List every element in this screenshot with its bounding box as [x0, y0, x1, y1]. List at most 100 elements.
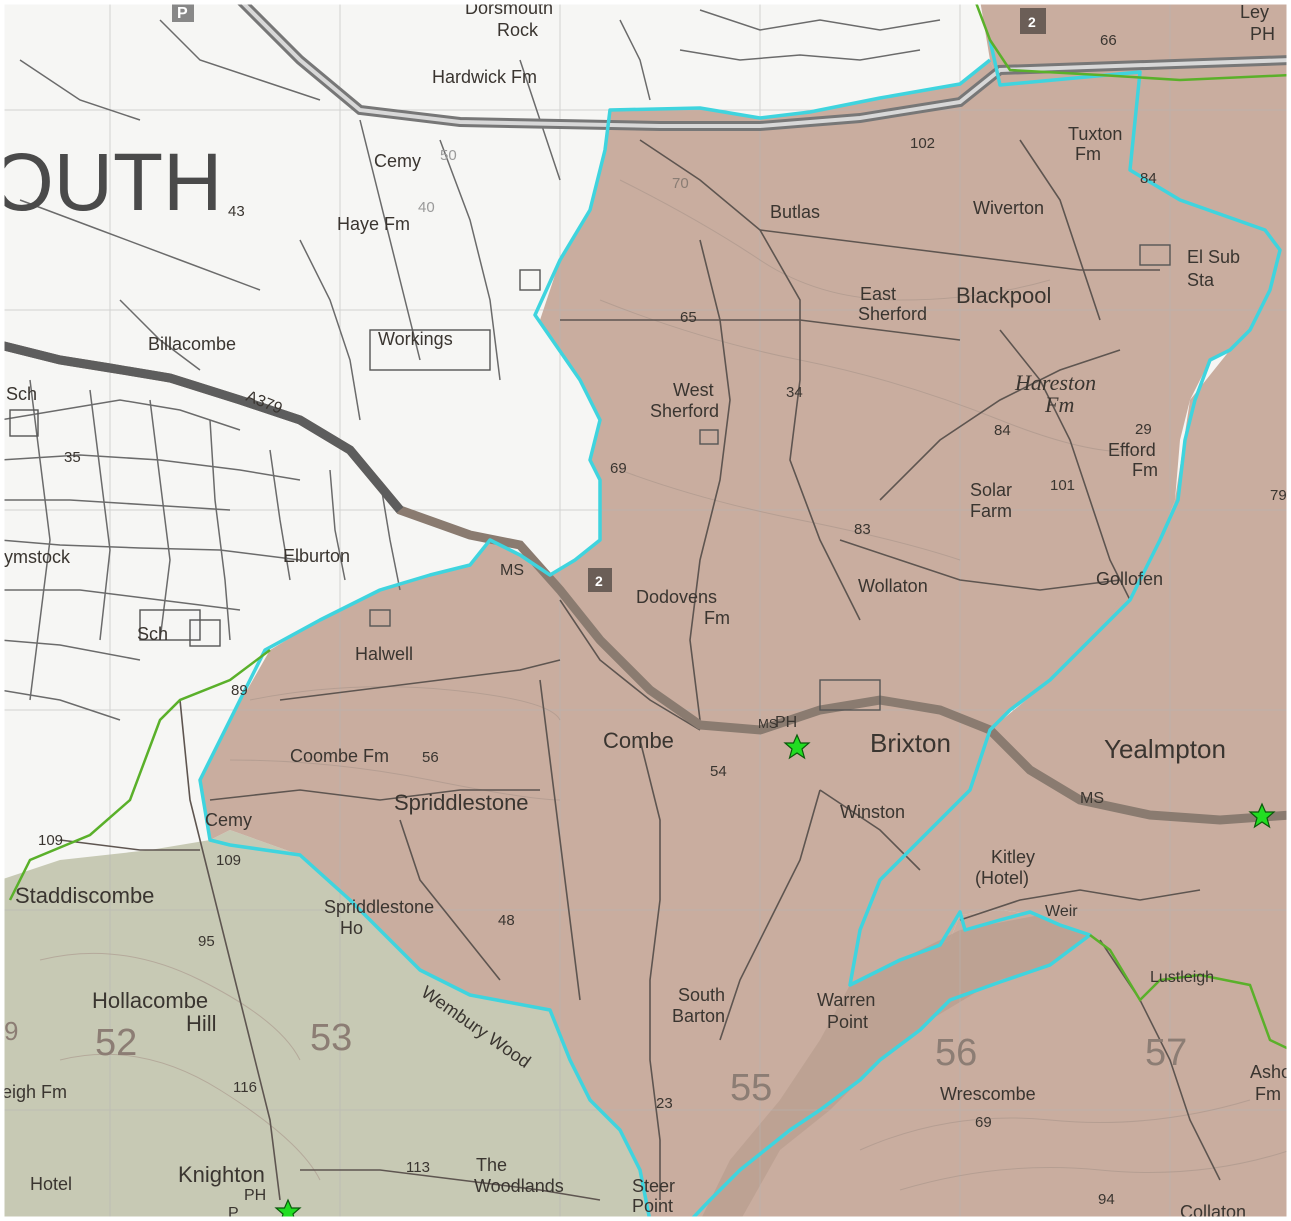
label-ph-left: PH [244, 1187, 266, 1204]
label-west-sherford: Sherford [650, 401, 719, 421]
label-east: East [860, 284, 896, 304]
label-billacombe: Billacombe [148, 334, 236, 354]
grid-number-52: 52 [95, 1022, 137, 1064]
spot-height: 89 [231, 682, 248, 699]
spot-height: 48 [498, 912, 515, 929]
label-rock: Rock [497, 20, 539, 40]
label-brixton: Brixton [870, 728, 951, 758]
label-cemy-bottom: Cemy [205, 810, 252, 830]
spot-height: 83 [854, 521, 871, 538]
label-ms-1: MS [500, 562, 524, 579]
label-p-left: P [228, 1205, 239, 1221]
contours [39, 179, 1291, 1191]
label-ley: Ley [1240, 2, 1269, 22]
spot-height: 95 [198, 933, 215, 950]
label-steer: Steer [632, 1176, 675, 1196]
spot-height: 109 [216, 852, 241, 869]
label-ms-3: MS [1080, 790, 1104, 807]
label-blackpool: Blackpool [956, 283, 1051, 308]
boundary-green-west [8, 649, 271, 901]
label-hill: Hill [186, 1011, 217, 1036]
label-sch-bottom: Sch [137, 624, 168, 644]
label-wollaton: Wollaton [858, 576, 928, 596]
label-el-sub: El Sub [1187, 247, 1240, 267]
label-barton: Barton [672, 1006, 725, 1026]
boundary-green-east [1089, 934, 1291, 1052]
label-kitley: Kitley [991, 847, 1035, 867]
label-spriddlestone: Spriddlestone [394, 790, 529, 815]
green-star-marker[interactable] [1248, 802, 1276, 829]
spot-height: 113 [406, 1159, 430, 1176]
town-label-plymouth: OUTH [0, 137, 222, 228]
spot-height: 69 [975, 1114, 992, 1131]
spot-height: 50 [440, 147, 457, 164]
label-efford: Efford [1108, 440, 1156, 460]
label-winston: Winston [840, 802, 905, 822]
label-yealmpton: Yealmpton [1104, 734, 1226, 764]
spot-heights: 66 102 84 50 40 43 70 65 34 84 29 101 79… [38, 32, 1287, 1208]
grid-number-9: 9 [4, 1016, 18, 1046]
svg-text:2: 2 [1028, 14, 1036, 30]
urban-roads [0, 9, 941, 721]
boundary-cyan [198, 39, 1282, 1221]
label-ley-ph: PH [1250, 24, 1275, 44]
estuary [700, 915, 1090, 1221]
label-butlas: Butlas [770, 202, 820, 222]
label-halwell: Halwell [355, 644, 413, 664]
label-the: The [476, 1155, 507, 1175]
grid-number-55: 55 [730, 1067, 772, 1109]
spot-height: 94 [1098, 1191, 1115, 1208]
label-tuxton: Tuxton [1068, 124, 1122, 144]
label-collaton: Collaton [1180, 1202, 1246, 1221]
label-ms-2: MS [758, 716, 778, 731]
spot-height: 84 [994, 422, 1011, 439]
spot-height: 65 [680, 309, 697, 326]
label-weir: Weir [1045, 903, 1078, 920]
label-west: West [673, 380, 714, 400]
spot-height: 101 [1050, 477, 1075, 494]
buildings [9, 244, 1171, 711]
spot-height: 69 [610, 460, 627, 477]
label-leigh-fm: eigh Fm [2, 1082, 67, 1102]
label-hardwick-fm: Hardwick Fm [432, 67, 537, 87]
spot-height: 29 [1135, 421, 1152, 438]
spot-height: 102 [910, 135, 935, 152]
parking-sign: P [172, 0, 194, 22]
label-hareston-fm: Fm [1044, 392, 1074, 417]
svg-text:2: 2 [595, 573, 603, 589]
label-warren-point: Point [827, 1012, 868, 1032]
label-asho: Asho [1250, 1062, 1291, 1082]
label-asho-fm: Fm [1255, 1084, 1281, 1104]
label-spriddlestone-ho-2: Ho [340, 918, 363, 938]
label-wiverton: Wiverton [973, 198, 1044, 218]
spot-height: 66 [1100, 32, 1117, 49]
label-hotel-left: Hotel [30, 1174, 72, 1194]
spot-height: 34 [786, 384, 803, 401]
label-hareston: Hareston [1014, 370, 1096, 395]
label-solar: Solar [970, 480, 1012, 500]
svg-text:P: P [177, 5, 188, 22]
label-warren: Warren [817, 990, 875, 1010]
label-staddiscombe: Staddiscombe [15, 883, 154, 908]
road-number-sign-top: 2 [1020, 8, 1046, 34]
label-cemy-top: Cemy [374, 151, 421, 171]
brown-area-east [680, 0, 1291, 1221]
label-combe: Combe [603, 728, 674, 753]
grid-number-57: 57 [1145, 1032, 1187, 1074]
main-roads [0, 0, 1291, 825]
label-tuxton-fm: Fm [1075, 144, 1101, 164]
green-area [0, 830, 650, 1221]
label-plymstock: lymstock [0, 547, 71, 567]
green-star-marker[interactable] [783, 733, 811, 760]
spot-height: 54 [710, 763, 727, 780]
label-coombe-fm: Coombe Fm [290, 746, 389, 766]
label-dodovens: Dodovens [636, 587, 717, 607]
spot-height: 40 [418, 199, 435, 216]
spot-height: 84 [1140, 170, 1157, 187]
label-gollofen: Gollofen [1096, 569, 1163, 589]
spot-height: 70 [672, 175, 689, 192]
label-efford-fm: Fm [1132, 460, 1158, 480]
label-steer-point: Point [632, 1196, 673, 1216]
